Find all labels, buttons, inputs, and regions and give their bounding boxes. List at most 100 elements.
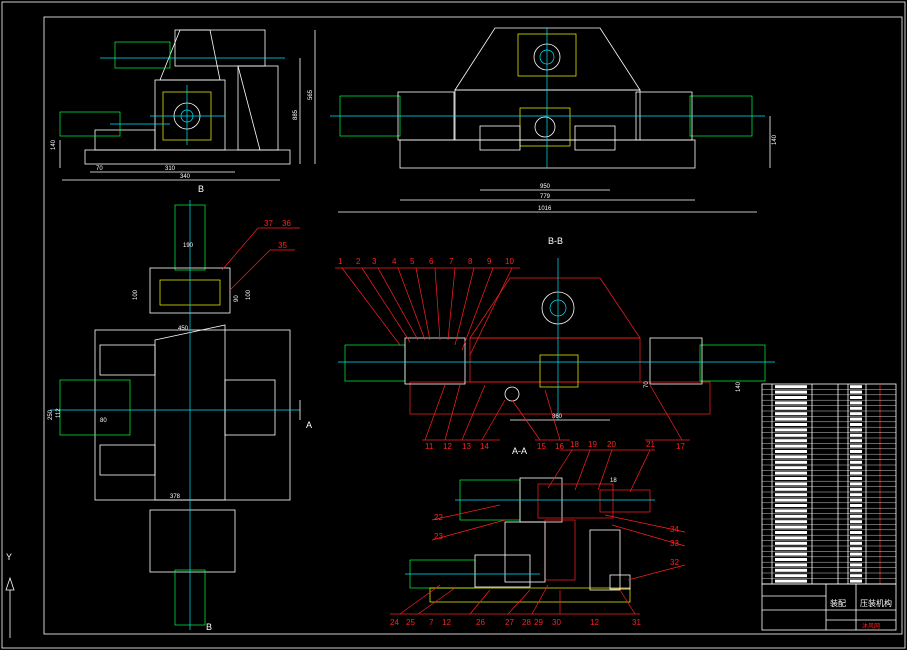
parts-row-material — [850, 450, 862, 453]
top-right-view: 950 779 1016 140 — [330, 27, 778, 213]
parts-row-material — [850, 439, 862, 443]
parts-list — [761, 383, 897, 585]
parts-row-material — [850, 563, 862, 567]
parts-row-material — [850, 498, 862, 502]
parts-list-rows — [762, 385, 896, 584]
parts-row-text — [775, 482, 807, 486]
parts-row-text — [775, 520, 807, 524]
parts-row-material — [850, 390, 862, 394]
parts-row-material — [850, 531, 862, 534]
parts-row-material — [850, 579, 862, 583]
balloon-12: 12 — [443, 442, 452, 451]
bb-section-view: B-B 860 70 140 1 2 — [335, 236, 775, 451]
balloon-32: 32 — [670, 558, 679, 567]
parts-row-material — [850, 558, 862, 561]
dim-80: 80 — [100, 418, 107, 424]
balloon-18: 18 — [570, 440, 579, 449]
balloon-16: 16 — [555, 442, 564, 451]
parts-row-material — [850, 412, 862, 416]
parts-row-material — [850, 509, 862, 513]
title-block: 装配 压装机构 沐风网 — [761, 583, 897, 631]
balloon-24: 24 — [390, 618, 399, 627]
parts-row-material — [850, 471, 862, 475]
parts-row-material — [850, 460, 862, 464]
parts-row-text — [775, 450, 807, 453]
balloon-6: 6 — [429, 257, 434, 266]
balloon-34: 34 — [670, 525, 679, 534]
balloon-14: 14 — [480, 442, 489, 451]
dim-70-bb: 70 — [644, 381, 650, 388]
aa-top-balloons: 18 19 20 21 — [547, 440, 655, 493]
parts-row-text — [775, 439, 807, 443]
title-name: 压装机构 — [860, 598, 892, 608]
dim-100b: 100 — [246, 289, 252, 300]
parts-row-material — [850, 433, 862, 437]
balloon-8: 8 — [468, 257, 473, 266]
view-b-bottom-label: B — [206, 622, 212, 632]
balloon-27: 27 — [505, 618, 514, 627]
balloon-15: 15 — [537, 442, 546, 451]
balloon-7b: 7 — [429, 618, 434, 627]
balloon-13: 13 — [462, 442, 471, 451]
parts-row-text — [775, 541, 807, 545]
parts-row-text — [775, 401, 807, 405]
parts-row-material — [850, 396, 862, 399]
balloon-1: 1 — [338, 257, 343, 266]
parts-row-text — [775, 460, 807, 464]
balloon-3: 3 — [372, 257, 377, 266]
aa-right-balloons: 34 33 32 — [604, 514, 686, 581]
dim-90: 90 — [234, 295, 240, 302]
title-stamp: 装配 — [830, 598, 846, 608]
balloon-10: 10 — [505, 257, 514, 266]
parts-row-material — [850, 574, 862, 578]
parts-row-text — [775, 477, 807, 480]
balloon-33: 33 — [670, 539, 679, 548]
view-b-label: B — [198, 184, 204, 194]
parts-row-text — [775, 504, 807, 507]
dim-100: 100 — [133, 289, 139, 300]
parts-row-text — [775, 455, 807, 459]
parts-row-material — [850, 455, 862, 459]
parts-row-text — [775, 466, 807, 470]
balloon-19: 19 — [588, 440, 597, 449]
parts-row-text — [775, 444, 807, 448]
balloon-9: 9 — [487, 257, 492, 266]
dim-310: 310 — [165, 166, 176, 172]
top-left-view: 70 310 340 140 885 565 — [51, 29, 316, 181]
parts-row-material — [850, 493, 862, 497]
parts-row-text — [775, 531, 807, 534]
parts-row-text — [775, 563, 807, 567]
parts-row-text — [775, 509, 807, 513]
parts-row-material — [850, 520, 862, 524]
balloon-22: 22 — [434, 513, 443, 522]
dim-450: 450 — [178, 326, 189, 332]
balloon-37: 37 — [264, 219, 273, 228]
arrow-a-label: A — [306, 420, 312, 430]
balloon-4: 4 — [392, 257, 397, 266]
balloon-25: 25 — [406, 618, 415, 627]
parts-row-material — [850, 525, 862, 529]
dim-112: 112 — [56, 408, 62, 418]
parts-row-text — [775, 385, 807, 389]
balloon-30: 30 — [552, 618, 561, 627]
parts-row-material — [850, 423, 862, 426]
aa-left-balloons: 22 23 — [431, 504, 506, 541]
ucs-axis-icon: Y — [5, 552, 15, 638]
dim-779: 779 — [540, 194, 551, 200]
parts-row-material — [850, 536, 862, 540]
balloon-20: 20 — [607, 440, 616, 449]
parts-row-material — [850, 568, 862, 572]
parts-row-text — [775, 433, 807, 437]
dim-565: 565 — [308, 89, 314, 100]
parts-row-text — [775, 423, 807, 426]
dim-950: 950 — [540, 184, 551, 190]
logo-text: 沐风网 — [862, 622, 880, 630]
parts-row-text — [775, 568, 807, 572]
parts-row-material — [850, 466, 862, 470]
parts-row-material — [850, 541, 862, 545]
parts-row-material — [850, 401, 862, 405]
aa-bottom-balloons: 24 25 7 12 26 27 28 29 30 31 12 — [390, 584, 641, 627]
inner-border — [43, 16, 903, 635]
parts-row-text — [775, 558, 807, 561]
parts-row-material — [850, 406, 862, 410]
